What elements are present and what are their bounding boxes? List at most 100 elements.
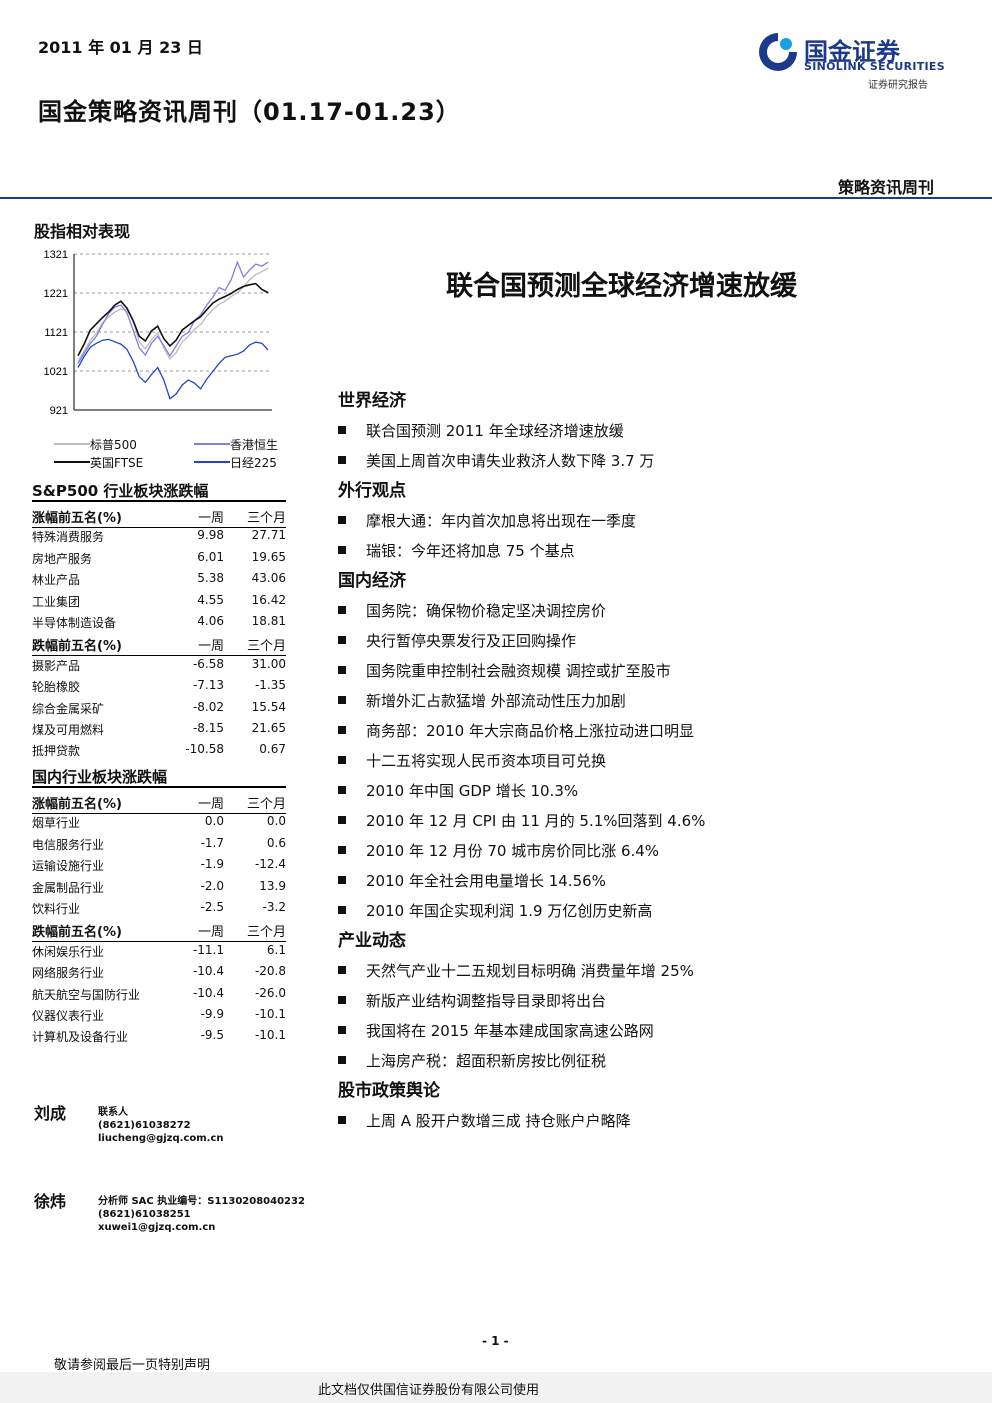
news-item-text: 上海房产税：超面积新房按比例征税	[366, 1052, 607, 1070]
row-name: 林业产品	[32, 573, 81, 588]
bullet-square-icon	[338, 906, 346, 914]
news-item-text: 我国将在 2015 年基本建成国家高速公路网	[366, 1022, 654, 1040]
news-item: 商务部：2010 年大宗商品价格上涨拉动进口明显	[338, 720, 694, 741]
section-heading: 产业动态	[338, 931, 406, 951]
disclaimer-note: 敬请参阅最后一页特别声明	[54, 1358, 211, 1373]
logo-sub: 证券研究报告	[868, 80, 928, 91]
table-row: 轮胎橡胶-7.13-1.35	[32, 678, 286, 698]
news-item-text: 天然气产业十二五规划目标明确 消费量年增 25%	[366, 962, 694, 980]
row-name: 涨幅前五名(%)	[32, 797, 122, 812]
row-quarter: 13.9	[259, 878, 286, 893]
row-week: -1.9	[200, 857, 224, 872]
news-item: 天然气产业十二五规划目标明确 消费量年增 25%	[338, 960, 694, 981]
news-item: 2010 年全社会用电量增长 14.56%	[338, 870, 606, 891]
row-quarter: 三个月	[246, 511, 286, 526]
report-date: 2011 年 01 月 23 日	[38, 38, 203, 57]
news-item: 2010 年国企实现利润 1.9 万亿创历史新高	[338, 900, 652, 921]
table-subheader: 涨幅前五名(%)一周三个月	[32, 793, 286, 814]
report-title: 国金策略资讯周刊（01.17-01.23）	[38, 98, 461, 126]
news-item: 摩根大通：年内首次加息将出现在一季度	[338, 510, 636, 531]
legend-swatch-nikkei	[194, 461, 230, 463]
row-week: 4.55	[197, 592, 224, 607]
bullet-square-icon	[338, 666, 346, 674]
row-name: 仪器仪表行业	[32, 1009, 105, 1023]
series-line-hangseng	[77, 260, 269, 364]
bullet-square-icon	[338, 1056, 346, 1064]
news-item-text: 美国上周首次申请失业救济人数下降 3.7 万	[366, 452, 655, 470]
news-item: 上海房产税：超面积新房按比例征税	[338, 1050, 606, 1071]
domestic-table-rule	[32, 786, 286, 788]
news-item-text: 新版产业结构调整指导目录即将出台	[366, 992, 607, 1010]
sp500-table-heading: S&P500 行业板块涨跌幅	[32, 482, 209, 500]
row-quarter: 15.54	[251, 699, 286, 714]
row-quarter: 16.42	[251, 592, 286, 607]
row-name: 摄影产品	[32, 658, 81, 673]
sinolink-logo-icon	[759, 33, 797, 71]
series-line-ftse	[77, 282, 269, 357]
row-week: 一周	[197, 511, 224, 526]
legend-swatch-hangseng	[194, 443, 230, 445]
series-line-nikkei	[77, 338, 269, 400]
y-tick-label: 921	[50, 405, 68, 417]
row-week: -6.58	[192, 656, 224, 671]
legend-label-ftse: 英国FTSE	[90, 456, 144, 470]
table-row: 运输设施行业-1.9-12.4	[32, 857, 286, 877]
row-quarter: 21.65	[251, 721, 286, 735]
table-row: 摄影产品 -6.58 31.00	[32, 657, 286, 677]
bullet-square-icon	[338, 606, 346, 614]
row-name: 休闲娱乐行业	[32, 944, 105, 959]
row-week: -10.4	[192, 964, 224, 979]
row-week: 9.98	[197, 528, 224, 543]
news-item: 新增外汇占款猛增 外部流动性压力加剧	[338, 690, 626, 711]
row-quarter: 0.67	[259, 742, 286, 757]
row-week: -9.9	[200, 1007, 224, 1021]
news-item-text: 国务院：确保物价稳定坚决调控房价	[366, 602, 607, 620]
row-week: -9.5	[200, 1028, 224, 1043]
table-subheader: 涨幅前五名(%)一周三个月	[32, 507, 286, 528]
header-divider	[0, 197, 992, 199]
row-name: 电信服务行业	[32, 837, 105, 852]
news-item: 我国将在 2015 年基本建成国家高速公路网	[338, 1020, 654, 1041]
bullet-square-icon	[338, 996, 346, 1004]
section-heading: 股市政策舆论	[338, 1081, 440, 1101]
table-row: 仪器仪表行业-9.9-10.1	[32, 1007, 286, 1027]
row-quarter: 31.00	[251, 656, 286, 671]
news-item: 2010 年 12 月份 70 城市房价同比涨 6.4%	[338, 840, 659, 861]
author-name: 刘成	[34, 1104, 67, 1123]
bullet-square-icon	[338, 816, 346, 824]
row-name: 工业集团	[32, 594, 81, 609]
row-quarter: 6.1	[266, 942, 286, 957]
section-heading: 外行观点	[338, 481, 406, 501]
row-name: 抵押贷款	[32, 744, 81, 759]
news-item: 美国上周首次申请失业救济人数下降 3.7 万	[338, 450, 654, 471]
section-heading: 世界经济	[338, 391, 406, 411]
author-info: 联系人 (8621)61038272 liucheng@gjzq.com.cn	[98, 1106, 224, 1145]
news-item: 上周 A 股开户数增三成 持仓账户户略降	[338, 1110, 631, 1131]
row-quarter: -10.1	[254, 1028, 286, 1043]
table-subheader: 跌幅前五名(%)一周三个月	[32, 921, 286, 943]
row-week: -10.4	[192, 985, 224, 1000]
row-name: 运输设施行业	[32, 859, 105, 874]
news-item-text: 新增外汇占款猛增 外部流动性压力加剧	[366, 692, 626, 710]
table-row: 计算机及设备行业-9.5-10.1	[32, 1028, 286, 1048]
domestic-table-heading: 国内行业板块涨跌幅	[32, 768, 168, 786]
bullet-square-icon	[338, 846, 346, 854]
bullet-square-icon	[338, 876, 346, 884]
series-line-sp500	[77, 267, 269, 362]
legend-swatch-ftse	[54, 461, 90, 463]
section-tag: 策略资讯周刊	[837, 178, 934, 197]
logo-en: SINOLINK SECURITIES	[804, 60, 945, 73]
author-email: liucheng@gjzq.com.cn	[98, 1133, 224, 1144]
y-tick-label: 1221	[44, 288, 68, 300]
row-quarter: 三个月	[246, 925, 286, 941]
bullet-square-icon	[338, 696, 346, 704]
row-name: 煤及可用燃料	[32, 723, 105, 737]
